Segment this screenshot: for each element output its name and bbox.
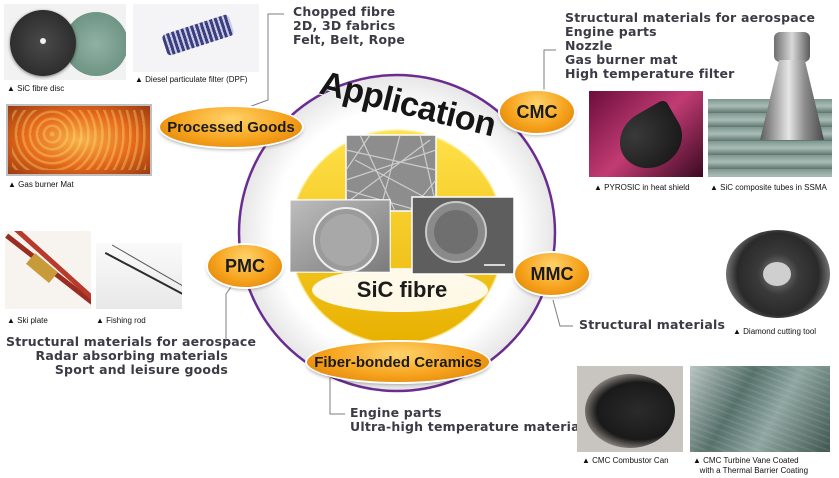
photo-turbine-vane [690,366,830,452]
caption-ssma: ▲ SiC composite tubes in SSMA [710,183,827,192]
photo-gas-burner-mat [6,104,152,176]
photo-combustor-can [577,366,683,452]
connector-pmc [225,279,237,340]
center-label: SiC fibre [356,277,448,302]
fbc-list: Engine parts Ultra-high temperature mate… [350,406,592,434]
cmc-item: Structural materials for aerospace [565,10,816,25]
photo-sic-fibre-disc [4,4,126,80]
caption-dpf: ▲ Diesel particulate filter (DPF) [135,75,248,84]
caption-combustor-can: ▲ CMC Combustor Can [582,456,669,465]
connector-fbc [329,378,345,415]
connector-mmc [552,299,573,327]
pmc-item: Structural materials for aerospace [6,334,257,349]
fbc-item: Engine parts [350,405,442,420]
caption-pyrosic: ▲ PYROSIC in heat shield [594,183,690,192]
mmc-item: Structural materials [579,317,726,332]
photo-rocket-nozzle [756,32,828,142]
oval-cmc: CMC [500,91,574,133]
fbc-item: Ultra-high temperature materials [350,419,592,434]
caption-diamond-cutting-tool: ▲ Diamond cutting tool [733,327,817,336]
photo-fishing-rod [96,243,182,309]
photo-diamond-cutting-tool [718,226,834,322]
processed-item: Felt, Belt, Rope [293,32,406,47]
cmc-item: High temperature filter [565,66,735,81]
photo-dpf [133,4,259,72]
cmc-item: Gas burner mat [565,52,678,67]
photo-pyrosic [589,91,703,177]
cmc-item: Nozzle [565,38,613,53]
pmc-item: Radar absorbing materials [35,348,228,363]
cmc-list: Structural materials for aerospace Engin… [565,11,815,81]
caption-fishing-rod: ▲ Fishing rod [96,316,146,325]
pmc-item: Sport and leisure goods [54,362,228,377]
connector-processed [245,13,284,109]
connector-cmc [543,49,556,92]
oval-fiber-bonded-ceramics: Fiber-bonded Ceramics [307,342,489,382]
oval-pmc: PMC [208,245,282,287]
caption-sic-fibre-disc: ▲ SiC fibre disc [7,84,65,93]
oval-processed-goods: Processed Goods [160,107,302,147]
photo-ski-plate [5,231,91,309]
processed-item: Chopped fibre [293,4,396,19]
processed-item: 2D, 3D fabrics [293,18,396,33]
sem-broken-fibre [411,196,515,275]
mmc-list: Structural materials [579,318,725,332]
caption-turbine-vane: ▲ CMC Turbine Vane Coated with a Thermal… [693,456,809,475]
sem-cross-section [289,199,391,273]
caption-gas-burner-mat: ▲ Gas burner Mat [8,180,74,189]
caption-ski-plate: ▲ Ski plate [7,316,48,325]
cmc-item: Engine parts [565,24,657,39]
pmc-list: Structural materials for aerospace Radar… [6,334,257,377]
processed-goods-list: Chopped fibre 2D, 3D fabrics Felt, Belt,… [293,5,405,47]
oval-mmc: MMC [515,253,589,295]
center-label-band [312,268,488,312]
